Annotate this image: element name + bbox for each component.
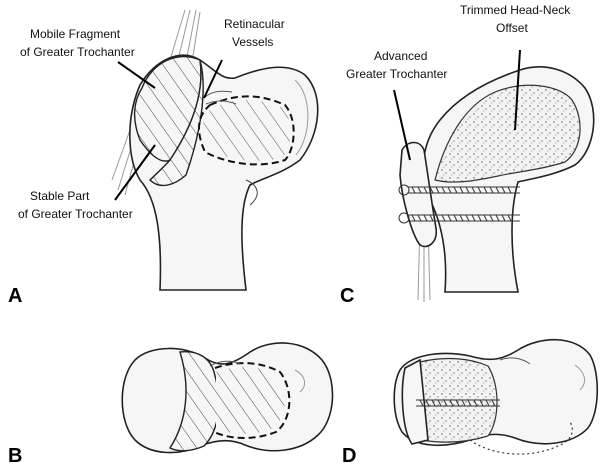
- d-screw: [416, 399, 500, 407]
- head-neck-hatch: [202, 100, 291, 161]
- stable-part: [149, 59, 204, 187]
- d-head-shading: [574, 364, 586, 391]
- label-trimmed-1: Trimmed Head-Neck: [460, 3, 571, 17]
- label-stable-part-1: Stable Part: [30, 189, 90, 203]
- panel-c-illustration: [398, 66, 595, 302]
- b-vessels: [209, 360, 241, 367]
- screw-head-2: [398, 212, 410, 224]
- leader-retinacular: [203, 59, 223, 99]
- panel-b-illustration: [121, 342, 334, 454]
- femoral-head-shading: [294, 79, 309, 156]
- label-advanced-2: Greater Trochanter: [346, 67, 447, 81]
- b-neck-hatch: [216, 366, 285, 434]
- head-neck-dashed: [198, 95, 295, 166]
- label-mobile-fragment-1: Mobile Fragment: [30, 27, 121, 41]
- panel-label-a: A: [8, 285, 22, 307]
- leader-advanced: [393, 89, 411, 161]
- label-trimmed-2: Offset: [496, 21, 528, 35]
- label-stable-part-2: of Greater Trochanter: [18, 207, 133, 221]
- label-retinacular-2: Vessels: [232, 35, 273, 49]
- leader-trimmed: [514, 49, 521, 131]
- d-vessels: [499, 357, 531, 365]
- label-advanced-1: Advanced: [374, 49, 427, 63]
- leader-stable-part: [114, 144, 156, 201]
- panel-d-illustration: [393, 338, 599, 455]
- panel-label-d: D: [342, 445, 356, 467]
- b-head-shading: [294, 369, 306, 393]
- screw-2: [408, 214, 520, 222]
- label-retinacular-1: Retinacular: [224, 17, 285, 31]
- trimmed-head-neck: [434, 84, 581, 183]
- panel-a-illustration: [111, 9, 319, 291]
- panel-label-c: C: [340, 285, 354, 307]
- panel-label-b: B: [8, 445, 22, 467]
- tendon-fibers: [169, 9, 201, 63]
- b-mobile-hatch: [168, 351, 220, 452]
- screw-1: [408, 186, 520, 194]
- b-neck-dashed: [213, 362, 291, 439]
- label-mobile-fragment-2: of Greater Trochanter: [20, 45, 135, 59]
- lesser-trochanter: [245, 179, 258, 206]
- leader-mobile-fragment: [117, 61, 156, 89]
- screw-head-1: [398, 184, 410, 196]
- d-fragment: [401, 358, 429, 445]
